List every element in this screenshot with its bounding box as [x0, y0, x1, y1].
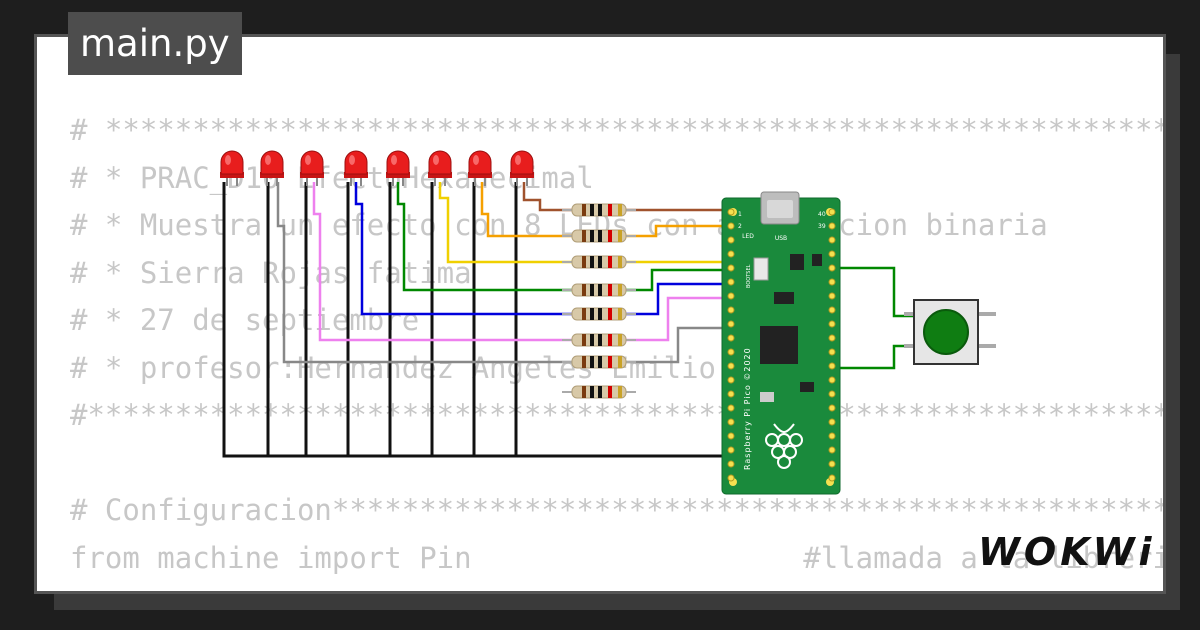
pin-2-label: 2	[738, 223, 742, 230]
pin-pad	[727, 404, 735, 412]
pico-pins-right	[828, 208, 836, 482]
pin-pad	[727, 446, 735, 454]
led-signal-wires	[276, 182, 572, 364]
code-line: #***************************************…	[70, 398, 1166, 432]
pin-pad	[828, 460, 836, 468]
card-shadow-right	[1166, 54, 1180, 610]
pin-pad	[828, 278, 836, 286]
pin-40-label: 40	[818, 211, 826, 218]
button-cap	[923, 309, 969, 355]
pin-pad	[828, 292, 836, 300]
pin-pad	[828, 222, 836, 230]
resistor-array	[562, 203, 636, 399]
red-led[interactable]	[260, 150, 284, 186]
pin-pad	[828, 390, 836, 398]
resistor[interactable]	[562, 307, 636, 321]
pin-pad	[727, 362, 735, 370]
red-led[interactable]	[428, 150, 452, 186]
pin-pad	[727, 208, 735, 216]
pin-pad	[727, 320, 735, 328]
code-line: # **************************************…	[70, 113, 1166, 147]
pin-pad	[828, 432, 836, 440]
pin-pad	[828, 348, 836, 356]
pin-pad	[828, 418, 836, 426]
red-led[interactable]	[300, 150, 324, 186]
pin-pad	[727, 432, 735, 440]
board-silkscreen: Raspberry Pi Pico ©2020	[743, 347, 752, 470]
pin-pad	[727, 264, 735, 272]
file-tab[interactable]: main.py	[68, 12, 242, 75]
red-led[interactable]	[386, 150, 410, 186]
button-wires	[830, 266, 916, 370]
pin-39-label: 39	[818, 223, 826, 230]
pico-board[interactable]: USB LED 1 2 40 39 Raspberry Pi Pico ©202…	[721, 191, 841, 495]
code-editor: # **************************************…	[70, 107, 1166, 591]
pin-pad	[828, 306, 836, 314]
raspberry-logo	[765, 423, 803, 469]
ground-wires	[222, 182, 736, 458]
code-line: from rp2 import PIO, StateMachine, asm_p…	[70, 582, 1163, 591]
bootsel-button	[753, 257, 769, 281]
led-label: LED	[742, 233, 754, 240]
red-led[interactable]	[468, 150, 492, 186]
rp2040-chip	[760, 326, 798, 364]
pin-pad	[727, 334, 735, 342]
card-shadow-bottom	[54, 594, 1180, 610]
pico-pins-left	[727, 208, 735, 482]
pin-pad	[828, 446, 836, 454]
pin-1-label: 1	[738, 211, 742, 218]
pin-pad	[828, 208, 836, 216]
pin-pad	[828, 376, 836, 384]
pin-pad	[727, 348, 735, 356]
pin-pad	[828, 236, 836, 244]
led-array	[220, 150, 534, 186]
pin-pad	[727, 418, 735, 426]
pin-pad	[727, 306, 735, 314]
pushbutton[interactable]	[904, 299, 996, 365]
pin-pad	[727, 250, 735, 258]
pin-pad	[828, 264, 836, 272]
resistor[interactable]	[562, 385, 636, 399]
resistor[interactable]	[562, 255, 636, 269]
code-line: from machine import Pin #llamada a la li…	[70, 540, 1163, 575]
red-led[interactable]	[344, 150, 368, 186]
pin-pad	[727, 474, 735, 482]
pin-pad	[727, 236, 735, 244]
resistor[interactable]	[562, 229, 636, 243]
pin-pad	[727, 390, 735, 398]
resistor[interactable]	[562, 203, 636, 217]
code-line: # Configuracion*************************…	[70, 493, 1166, 527]
wokwi-logo: WOKWi	[978, 530, 1156, 574]
pin-pad	[828, 474, 836, 482]
pin-pad	[727, 376, 735, 384]
red-led[interactable]	[220, 150, 244, 186]
pin-pad	[727, 292, 735, 300]
code-line: # * profesor:Hernandez Angeles Emilio	[70, 350, 717, 385]
resistor[interactable]	[562, 333, 636, 347]
red-led[interactable]	[510, 150, 534, 186]
pin-pad	[828, 320, 836, 328]
pin-pad	[727, 278, 735, 286]
resistor[interactable]	[562, 283, 636, 297]
pin-pad	[828, 362, 836, 370]
pin-pad	[727, 222, 735, 230]
usb-label: USB	[775, 235, 787, 242]
resistor[interactable]	[562, 355, 636, 369]
pin-pad	[727, 460, 735, 468]
pin-pad	[828, 334, 836, 342]
pin-pad	[828, 404, 836, 412]
pin-pad	[828, 250, 836, 258]
pico-signal-wires	[626, 208, 738, 364]
bootsel-label: BOOTSEL	[746, 264, 752, 288]
